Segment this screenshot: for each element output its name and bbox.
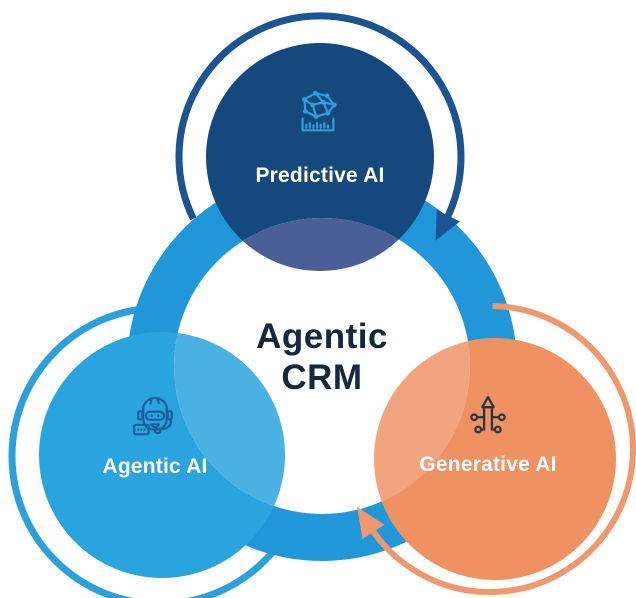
generative-cycle-arrowhead — [357, 506, 385, 539]
predictive-cycle-arc — [175, 12, 465, 223]
predictive-circle — [206, 43, 434, 271]
generative-overlap-lens — [374, 338, 470, 514]
agentic-overlap-lens — [174, 332, 285, 514]
predictive-cycle-arrowhead — [435, 209, 460, 241]
generative-cycle-arc — [367, 303, 636, 595]
